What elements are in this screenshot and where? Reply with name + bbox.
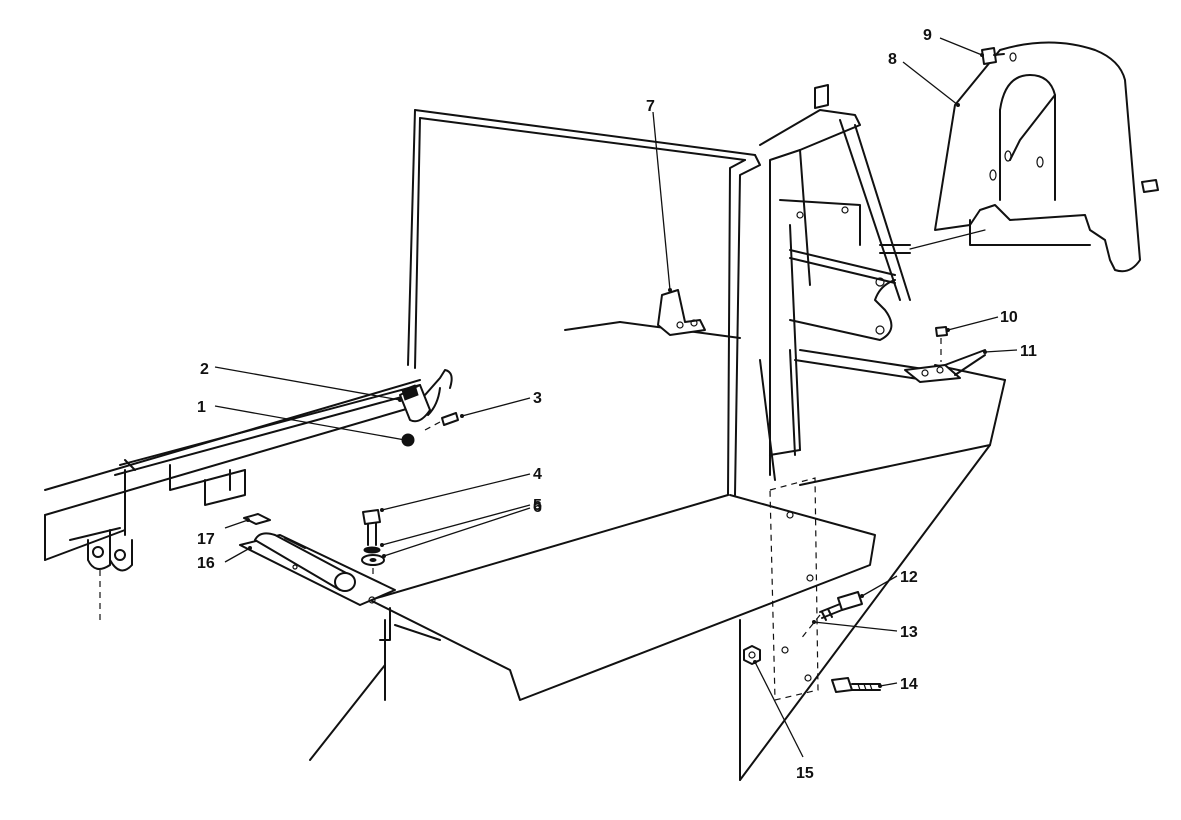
screw-part-10 [935, 326, 948, 362]
hitch-upright [759, 84, 911, 481]
callout-3: 3 [533, 390, 542, 407]
callout-7: 7 [646, 98, 655, 115]
callout-numbers: 1 2 3 4 5 6 7 8 9 10 11 12 13 14 15 16 1… [197, 27, 1037, 782]
bracket-part-7 [657, 289, 706, 336]
callout-5: 5 [533, 497, 542, 514]
leader-lines [214, 37, 1018, 758]
callout-15: 15 [796, 765, 814, 782]
callout-13: 13 [900, 624, 918, 641]
callout-12: 12 [900, 569, 918, 586]
bolt-part-9 [981, 47, 1005, 65]
callout-9: 9 [923, 27, 932, 44]
switch-part-2 [399, 369, 453, 423]
pivot-rod [789, 229, 986, 284]
link-arm [789, 277, 896, 341]
nut-part-15 [743, 645, 761, 665]
shield-cover-part-8 [934, 41, 1141, 273]
frame-rails [44, 379, 421, 561]
callout-16: 16 [197, 555, 215, 572]
bolt-part-14 [831, 677, 881, 693]
screw-part-3 [424, 412, 459, 431]
callout-10: 10 [1000, 309, 1018, 326]
callout-11: 11 [1020, 343, 1037, 360]
left-bracket [87, 529, 133, 620]
callout-4: 4 [533, 466, 542, 483]
mounting-plate [769, 477, 819, 701]
bolt-part-12 [799, 591, 863, 641]
callout-6: 6 [533, 499, 542, 516]
callout-2: 2 [200, 361, 209, 378]
lock-washer-part-5 [363, 546, 381, 554]
callout-17: 17 [197, 531, 215, 548]
callout-1: 1 [197, 399, 206, 416]
callout-8: 8 [888, 51, 897, 68]
bolt-part-4 [362, 509, 381, 546]
hinge-part-16 [239, 532, 396, 606]
rear-panel [407, 109, 761, 496]
shield-side-bolt [1141, 179, 1159, 193]
callout-14: 14 [900, 676, 918, 693]
clip-part-11 [904, 349, 986, 383]
tab-part-17 [243, 513, 271, 525]
